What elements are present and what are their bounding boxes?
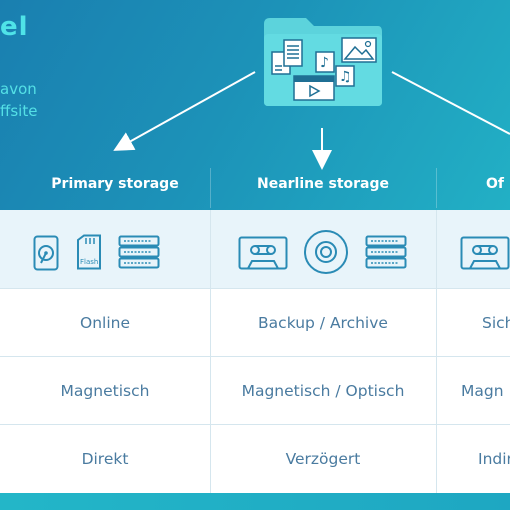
- column-header-nearline: Nearline storage: [256, 176, 389, 192]
- icon-row: [0, 210, 510, 288]
- title-fragment: el: [0, 12, 29, 42]
- flash-label: Flash: [80, 258, 98, 266]
- arrow-to-offsite: [391, 71, 510, 135]
- header-divider: [436, 168, 437, 208]
- tape-cassette-icon: [238, 236, 288, 270]
- cell-primary-access: Online: [80, 314, 130, 332]
- cell-nearline-medium: Magnetisch / Optisch: [241, 382, 405, 400]
- cell-offsite-speed: Indir: [478, 450, 510, 468]
- footer-band: [0, 493, 510, 510]
- server-rack-icon: [365, 235, 407, 269]
- column-divider: [436, 288, 437, 493]
- tape-cassette-icon: [460, 236, 510, 270]
- hard-disk-icon: [33, 235, 59, 271]
- data-folder-icon: ♪ ♫: [264, 18, 382, 106]
- arrow-to-primary: [113, 71, 256, 151]
- flash-card-icon: Flash: [77, 234, 101, 270]
- comparison-table: [0, 288, 510, 493]
- optical-disc-icon: [304, 230, 348, 274]
- cell-nearline-speed: Verzögert: [285, 450, 361, 468]
- server-rack-icon: [118, 235, 160, 269]
- column-divider: [210, 288, 211, 493]
- subtitle-line-2: ffsite: [0, 102, 38, 120]
- column-header-primary: Primary storage: [51, 176, 179, 192]
- cell-offsite-medium: Magn: [461, 382, 504, 400]
- cell-primary-medium: Magnetisch: [60, 382, 150, 400]
- flow-arrows: [113, 71, 510, 170]
- svg-text:♪: ♪: [320, 55, 329, 71]
- row-divider: [0, 424, 510, 425]
- header-divider: [210, 168, 211, 208]
- cell-primary-speed: Direkt: [81, 450, 129, 468]
- row-divider: [0, 356, 510, 357]
- column-header-offsite: Of: [486, 176, 504, 192]
- header-background: [0, 0, 510, 210]
- cell-offsite-access: Sich: [482, 314, 510, 332]
- cell-nearline-access: Backup / Archive: [258, 314, 388, 332]
- svg-text:♫: ♫: [339, 69, 352, 85]
- row-divider: [0, 288, 510, 289]
- subtitle-line-1: avon: [0, 80, 37, 98]
